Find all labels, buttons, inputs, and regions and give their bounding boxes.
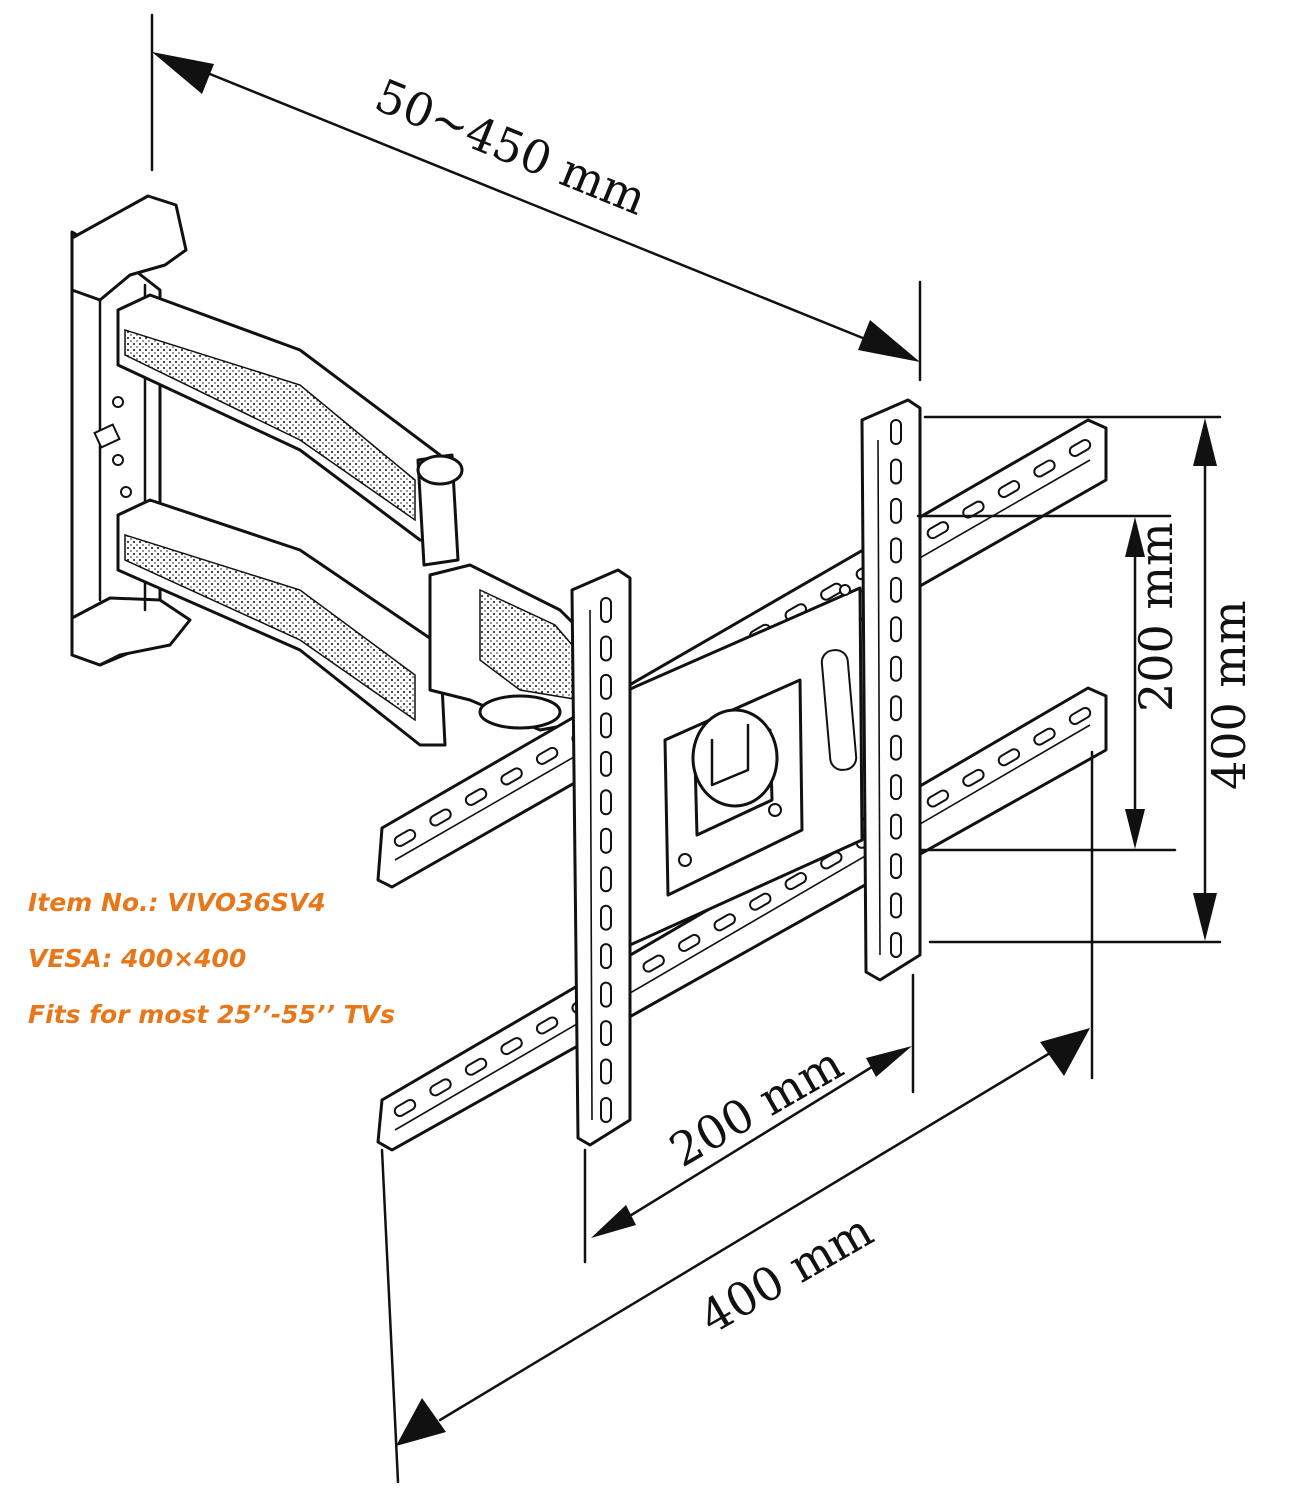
rail-slot	[678, 933, 701, 952]
right-vertical-bracket	[860, 398, 922, 982]
rail-slot	[997, 748, 1021, 767]
rail-slot	[926, 521, 950, 540]
arrow-head-bottom	[1193, 893, 1217, 941]
bracket-slot	[890, 616, 902, 643]
bracket-slot	[890, 774, 902, 801]
bracket-slot	[600, 943, 612, 970]
bracket-slot	[600, 712, 612, 739]
rail-slot	[749, 892, 772, 911]
upper-arm	[116, 293, 464, 747]
arm-extension-label: 50~450 mm	[368, 68, 654, 225]
bracket-slot	[890, 734, 902, 761]
rail-slot	[1068, 706, 1092, 726]
rail-slot	[926, 789, 950, 808]
left-vertical-bracket	[570, 568, 632, 1147]
vesa-spec-text: VESA: 400×400	[28, 944, 247, 973]
rail-slot	[393, 828, 417, 848]
bracket-slot	[600, 673, 612, 700]
arrow-head-right	[858, 320, 920, 362]
vertical-400-label: 400 mm	[1202, 600, 1256, 790]
horizontal-200-label: 200 mm	[661, 1036, 852, 1178]
center-adapter-plate	[626, 584, 864, 947]
item-number-text: Item No.: VIVO36SV4	[28, 888, 326, 917]
tv-size-fit-text: Fits for most 25’’-55’’ TVs	[28, 1000, 395, 1029]
bracket-slot	[890, 576, 902, 603]
arrow-head-top	[1193, 418, 1217, 466]
bracket-slot	[890, 853, 902, 880]
rail-slot	[962, 768, 985, 787]
vertical-200-label: 200 mm	[1129, 522, 1183, 712]
rail-slot	[997, 480, 1021, 499]
vertical-400-dimension: 400 mm	[923, 415, 1256, 944]
bracket-slot	[890, 813, 902, 840]
arm-extension-dimension: 50~450 mm	[150, 13, 922, 382]
rail-slot	[429, 1078, 452, 1097]
bracket-slot	[890, 932, 902, 958]
bracket-slot	[600, 635, 612, 662]
bracket-slot	[600, 1058, 612, 1085]
arrow-head-right	[866, 1046, 912, 1077]
bracket-slot	[600, 827, 612, 854]
rail-slot	[535, 1016, 559, 1035]
rail-slot	[464, 1057, 488, 1076]
bracket-slot	[890, 892, 902, 919]
rail-slot	[500, 1037, 523, 1056]
bracket-slot	[600, 750, 612, 777]
arrow-head-top	[1125, 517, 1145, 557]
bracket-slot	[600, 1020, 612, 1047]
rail-slot	[393, 1098, 417, 1118]
rail-slot	[464, 787, 488, 806]
arrow-head-bottom	[1125, 809, 1145, 849]
bracket-slot	[600, 789, 612, 816]
rail-slot	[784, 872, 807, 891]
rail-slot	[1033, 459, 1056, 478]
rail-slot	[642, 954, 665, 973]
bracket-slot	[600, 866, 612, 893]
bracket-slot	[890, 655, 902, 682]
bracket-slot	[890, 695, 902, 722]
bracket-slot	[600, 904, 612, 931]
bracket-slot	[890, 537, 902, 564]
bracket-slot	[890, 497, 902, 524]
bracket-slot	[890, 458, 902, 485]
vertical-200-dimension: 200 mm	[916, 514, 1183, 852]
arrow-head-left	[591, 1205, 636, 1238]
rail-slot	[1068, 438, 1092, 458]
arrow-head-right	[1040, 1028, 1090, 1076]
rail-slot	[500, 767, 523, 786]
rail-slot	[535, 746, 559, 765]
arrow-head-left	[152, 52, 214, 94]
rail-slot	[1033, 727, 1056, 746]
rail-slot	[429, 808, 452, 827]
bracket-slot	[890, 419, 902, 445]
bracket-slot	[600, 597, 612, 623]
lower-horizontal-rail	[376, 686, 1108, 1152]
bracket-slot	[600, 981, 612, 1008]
rail-slot	[713, 913, 736, 932]
horizontal-400-label: 400 mm	[691, 1203, 882, 1345]
bracket-slot	[600, 1097, 612, 1123]
arrow-head-left	[396, 1398, 446, 1446]
